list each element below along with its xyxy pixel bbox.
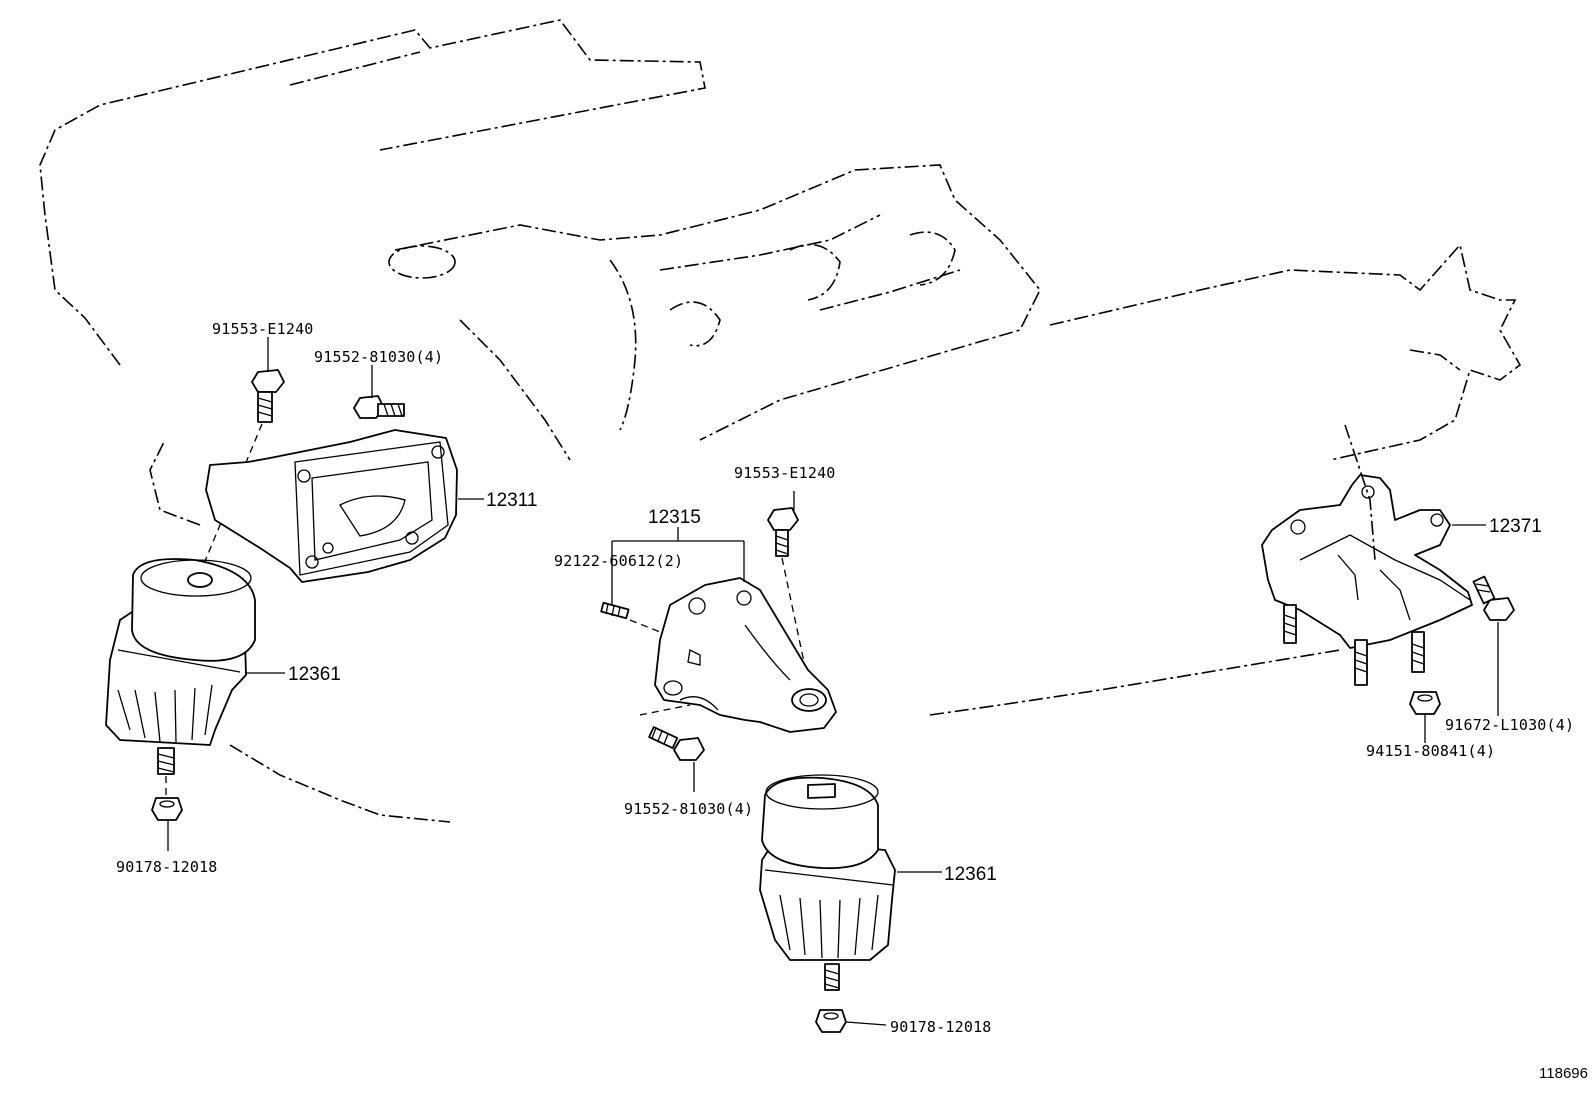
bolt-91552-left [353, 395, 405, 419]
label-12371: 12371 [1489, 516, 1542, 537]
label-90178-center: 90178-12018 [890, 1018, 992, 1036]
rear-ghost-line [1344, 424, 1376, 561]
nut-90178-left [151, 797, 183, 821]
label-92122: 92122-60612(2) [554, 552, 683, 570]
label-12315: 12315 [648, 507, 701, 528]
alignment-line-center-bolt [639, 704, 691, 716]
label-91552-center: 91552-81030(4) [624, 800, 753, 818]
stud-92122 [600, 601, 630, 620]
label-12311: 12311 [486, 490, 537, 511]
engine-mount-rear-12371 [1261, 474, 1473, 686]
label-91553-center: 91553-E1240 [734, 464, 836, 482]
engine-mounting-bracket-12311 [205, 429, 458, 583]
part-callouts: 91553-E1240 91552-81030(4) 12311 12361 9… [116, 320, 1588, 1082]
label-94151: 94151-80841(4) [1366, 742, 1495, 760]
engine-mount-insulator-center [759, 774, 896, 991]
nut-94151-rear [1409, 691, 1441, 715]
figure-number: 118696 [1539, 1065, 1588, 1082]
bolt-91552-center [648, 726, 705, 761]
engine-mount-insulator-left [105, 558, 256, 775]
engine-ghost-outline [39, 19, 1522, 823]
bolt-91672-rear [1472, 575, 1515, 621]
label-91553-left: 91553-E1240 [212, 320, 314, 338]
bolt-91553-left [251, 369, 285, 423]
alignment-line-stud [629, 619, 681, 641]
alignment-line-left [197, 423, 263, 579]
label-12361-center: 12361 [944, 864, 997, 885]
leader-lines [167, 337, 1499, 1026]
nut-90178-center [815, 1009, 847, 1033]
label-12361-left: 12361 [288, 664, 341, 685]
label-90178-left: 90178-12018 [116, 858, 218, 876]
label-91552-left: 91552-81030(4) [314, 348, 443, 366]
engine-mounting-bracket-12315 [654, 577, 837, 733]
bolt-91553-center [767, 507, 799, 557]
label-91672: 91672-L1030(4) [1445, 716, 1574, 734]
